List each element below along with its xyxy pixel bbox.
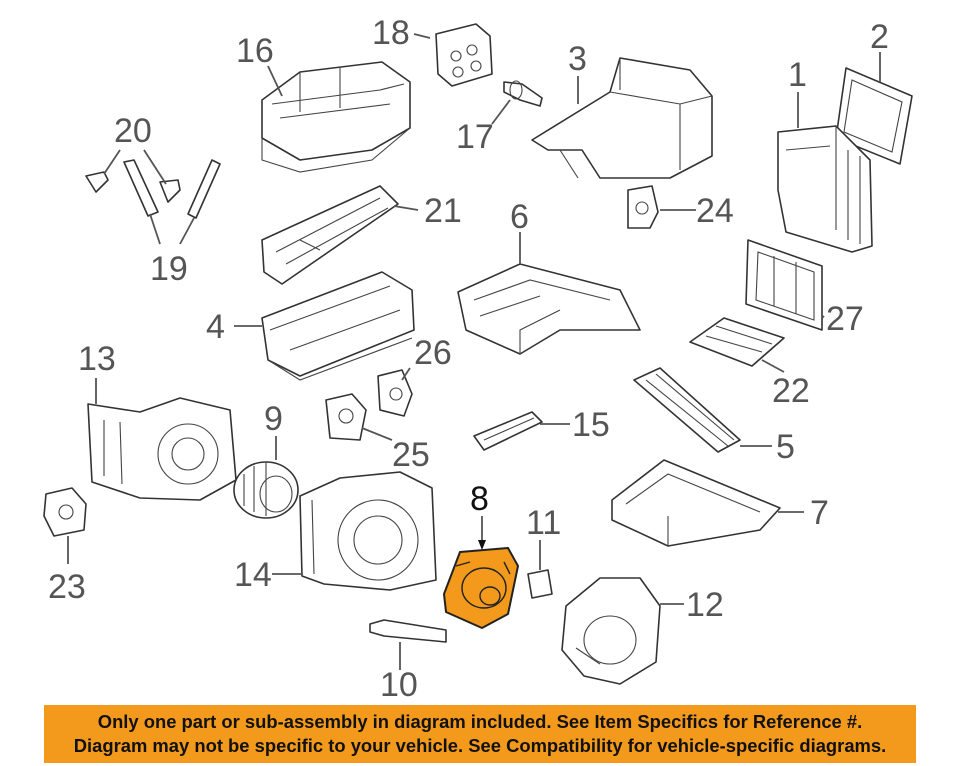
callout-16: 16: [236, 32, 274, 70]
callout-22: 22: [772, 372, 810, 410]
callout-9: 9: [264, 400, 283, 438]
part-16-upper-housing: [261, 61, 411, 173]
part-8-blower-motor: [443, 547, 519, 629]
part-9-blower-wheel: [233, 461, 299, 519]
callout-25: 25: [392, 436, 430, 474]
callout-19: 19: [150, 250, 188, 288]
callout-23: 23: [48, 568, 86, 606]
part-14-blower-scroll: [299, 471, 437, 591]
callout-20: 20: [114, 112, 152, 150]
part-3-duct: [531, 57, 713, 179]
disclaimer-banner: Only one part or sub-assembly in diagram…: [44, 705, 916, 763]
callout-8: 8: [470, 480, 489, 518]
callouts: 16 18 17 3 2 1 20 19 21 24 6 4 27 22 26 …: [48, 14, 889, 700]
part-1-heater-core: [777, 125, 873, 253]
part-27-frame: [745, 239, 823, 331]
part-10-hose: [369, 619, 447, 643]
part-20-19-clips: [85, 159, 221, 219]
part-15-duct: [473, 411, 543, 451]
part-12-cover: [561, 577, 661, 685]
callout-15: 15: [572, 406, 610, 444]
part-25-actuator: [325, 393, 367, 441]
callout-26: 26: [414, 334, 452, 372]
callout-13: 13: [78, 340, 116, 378]
callout-3: 3: [568, 40, 587, 78]
callout-10: 10: [380, 666, 418, 700]
callout-7: 7: [810, 494, 829, 532]
part-7-tray: [611, 459, 781, 547]
part-26-actuator: [377, 369, 413, 417]
callout-14: 14: [234, 556, 272, 594]
part-11-bracket: [527, 569, 553, 599]
part-5-filter-tray: [633, 367, 741, 453]
callout-21: 21: [424, 192, 462, 230]
callout-11: 11: [526, 504, 561, 542]
part-6-case: [457, 263, 641, 355]
part-23-actuator: [43, 487, 87, 537]
parts-diagram: 16 18 17 3 2 1 20 19 21 24 6 4 27 22 26 …: [43, 14, 913, 700]
disclaimer-line-1: Only one part or sub-assembly in diagram…: [97, 711, 863, 732]
callout-2: 2: [870, 18, 889, 56]
part-18-plate: [435, 23, 493, 87]
callout-12: 12: [686, 586, 724, 624]
part-24-actuator: [627, 185, 659, 229]
leader-lines: [67, 33, 881, 670]
disclaimer-line-2: Diagram may not be specific to your vehi…: [73, 735, 887, 756]
callout-17: 17: [456, 118, 494, 156]
part-22-grille: [689, 317, 785, 367]
part-4-lower-tray: [261, 271, 415, 381]
part-17-pin: [503, 80, 543, 107]
callout-5: 5: [776, 428, 795, 466]
part-2-filter: [835, 67, 913, 165]
callout-27: 27: [826, 300, 864, 338]
part-13-blower-housing: [87, 397, 237, 501]
arrow-heads: [478, 540, 486, 550]
part-21-door: [261, 185, 399, 285]
callout-6: 6: [510, 198, 529, 236]
callout-24: 24: [696, 192, 734, 230]
callout-1: 1: [788, 56, 807, 94]
callout-4: 4: [206, 308, 225, 346]
callout-18: 18: [372, 14, 410, 52]
